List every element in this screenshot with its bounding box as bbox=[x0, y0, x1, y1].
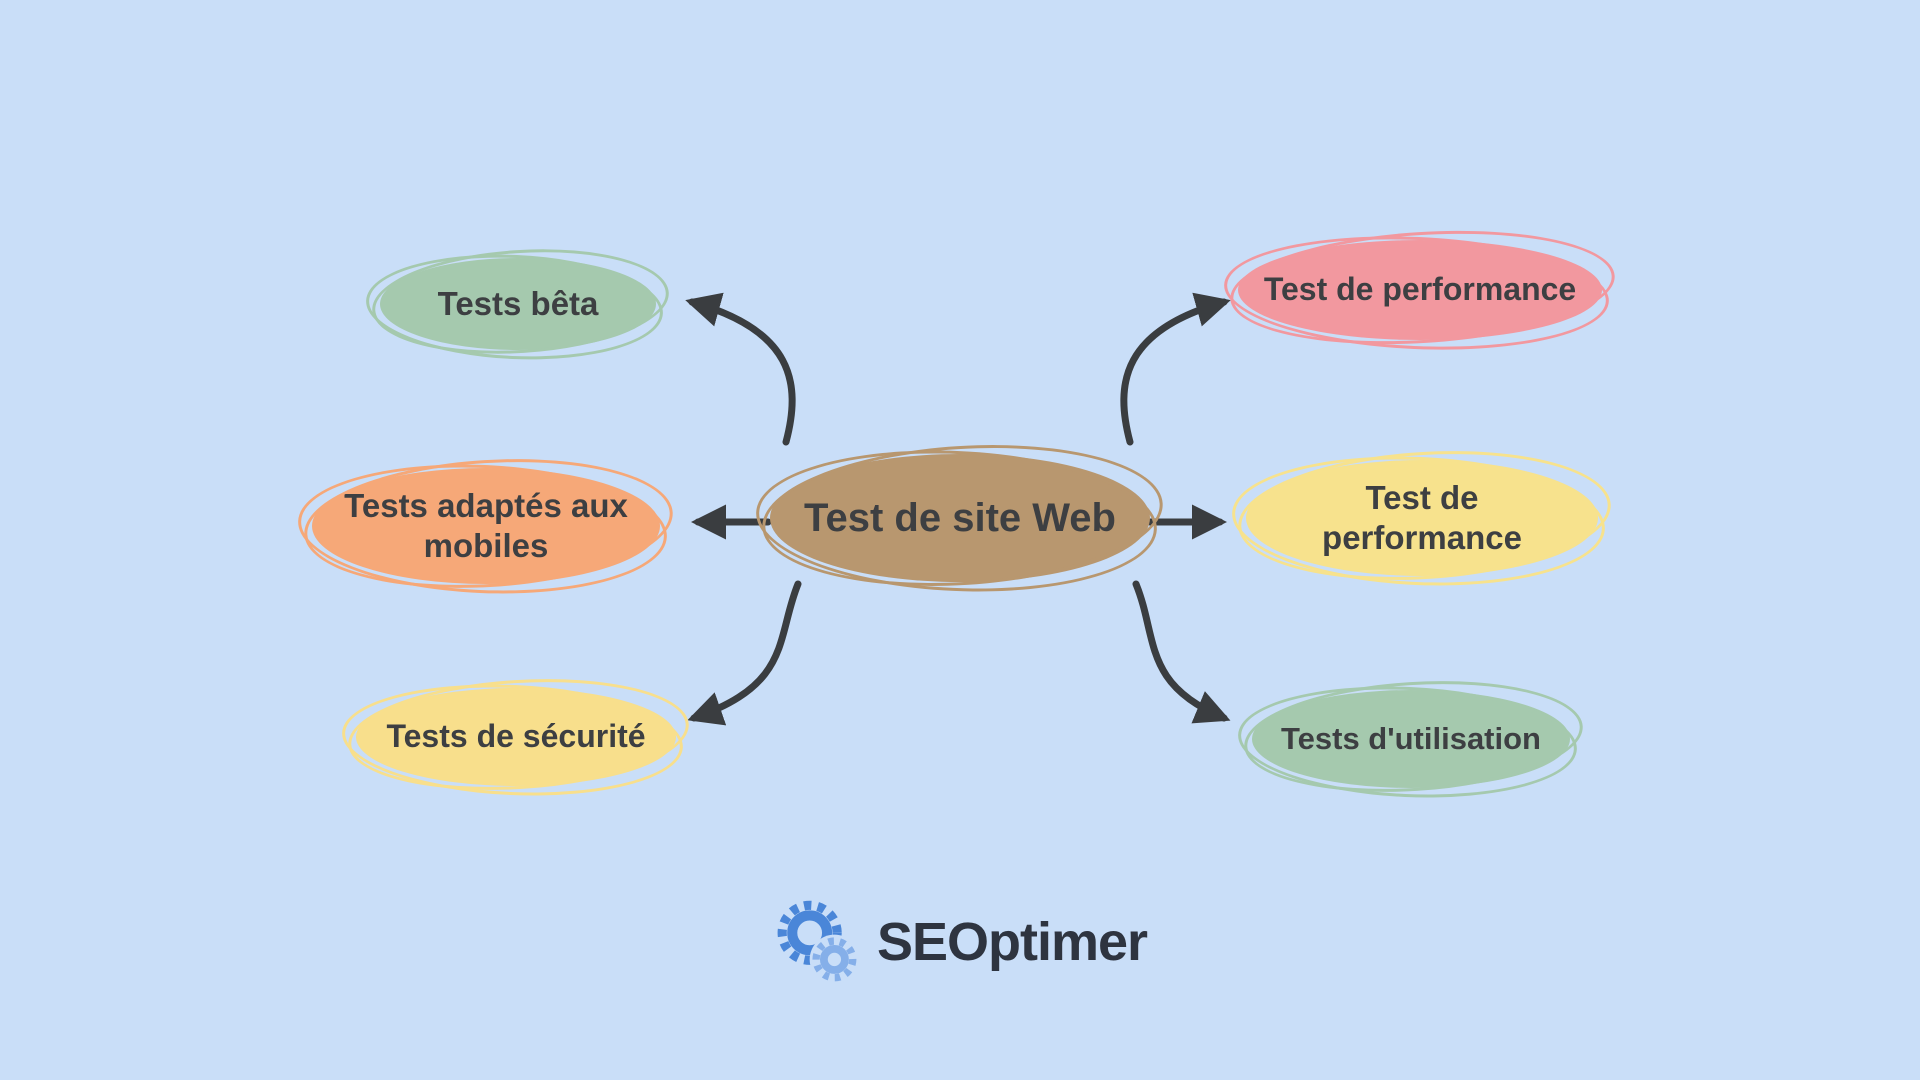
node-label: Tests adaptés aux mobiles bbox=[344, 486, 628, 564]
node-label: Test de site Web bbox=[804, 495, 1116, 540]
node-test-performance-top: Test de performance bbox=[1238, 240, 1602, 340]
arrow-to-tests-utilisation bbox=[1132, 580, 1231, 724]
node-tests-securite: Tests de sécurité bbox=[356, 688, 676, 786]
node-test-performance-middle: Test de performance bbox=[1246, 460, 1598, 576]
node-tests-beta: Tests bêta bbox=[380, 258, 656, 350]
node-label: Tests de sécurité bbox=[386, 718, 646, 755]
node-label: Test de performance bbox=[1263, 271, 1577, 308]
node-label: Tests d'utilisation bbox=[1281, 721, 1541, 757]
node-label: Test de performance bbox=[1322, 478, 1522, 556]
arrow-to-test-performance-top bbox=[1120, 292, 1231, 446]
arrow-to-tests-securite bbox=[687, 580, 802, 726]
node-tests-adaptes-mobiles: Tests adaptés aux mobiles bbox=[312, 468, 660, 584]
seoptimer-gear-icon bbox=[777, 900, 860, 985]
seoptimer-logo: SEOptimer bbox=[0, 898, 1920, 986]
seoptimer-logo-text: SEOptimer bbox=[876, 912, 1148, 972]
arrow-to-tests-beta bbox=[685, 292, 796, 446]
node-test-de-site-web: Test de site Web bbox=[770, 454, 1150, 582]
node-label: Tests bêta bbox=[437, 284, 599, 322]
node-tests-utilisation: Tests d'utilisation bbox=[1252, 690, 1570, 788]
